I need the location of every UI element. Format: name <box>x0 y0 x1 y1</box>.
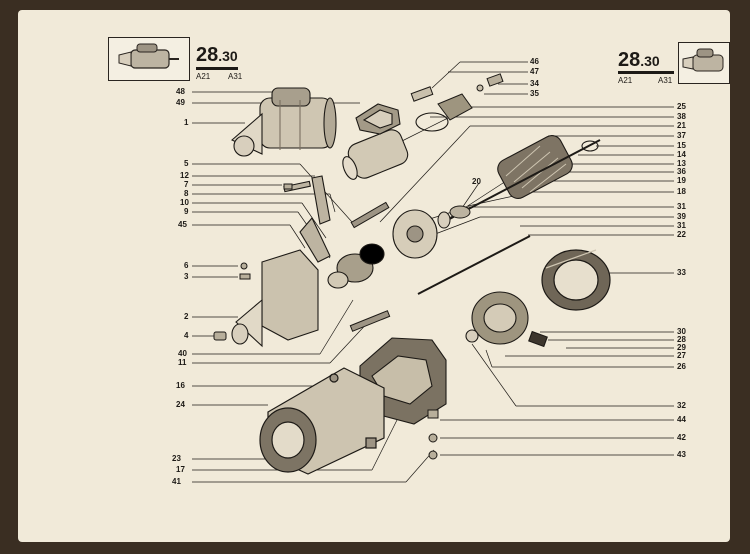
callout-21: 21 <box>677 121 686 130</box>
callout-26: 26 <box>677 362 686 371</box>
callout-12: 12 <box>180 171 189 180</box>
callout-44: 44 <box>677 415 686 424</box>
callout-35: 35 <box>530 89 539 98</box>
callout-29: 29 <box>677 343 686 352</box>
callout-48: 48 <box>176 87 185 96</box>
callout-36: 36 <box>677 167 686 176</box>
drive-end-housing <box>231 249 319 348</box>
model-a21-right: A21 <box>618 76 633 85</box>
callout-20: 20 <box>472 177 481 186</box>
callout-7: 7 <box>184 180 189 189</box>
callout-5: 5 <box>184 159 189 168</box>
section-ref-right: 28.30 <box>618 49 660 71</box>
bearing-plate <box>392 209 438 259</box>
callout-41: 41 <box>172 477 181 486</box>
callout-17: 17 <box>176 465 185 474</box>
washers <box>427 409 439 460</box>
callout-40: 40 <box>178 349 187 358</box>
model-a31-left: A31 <box>228 72 243 81</box>
callout-45: 45 <box>178 220 187 229</box>
drive-assembly <box>350 201 471 229</box>
callout-13: 13 <box>677 159 686 168</box>
callout-47: 47 <box>530 67 539 76</box>
leader-lines <box>192 61 674 483</box>
starter-assembly <box>230 87 337 157</box>
callout-42: 42 <box>677 433 686 442</box>
model-a21-left: A21 <box>196 72 211 81</box>
callout-37: 37 <box>677 131 686 140</box>
pinion-gear <box>327 243 385 289</box>
starter-thumbnail-left <box>108 37 190 81</box>
drive-shaft <box>349 310 391 332</box>
small-bolts <box>213 183 293 341</box>
callout-38: 38 <box>677 112 686 121</box>
callout-10: 10 <box>180 198 189 207</box>
callout-3: 3 <box>184 272 189 281</box>
callout-46: 46 <box>530 57 539 66</box>
callout-25: 25 <box>677 102 686 111</box>
callout-43: 43 <box>677 450 686 459</box>
tie-rod <box>417 235 531 295</box>
section-ref-left: 28.30 <box>196 44 238 66</box>
paper-page <box>18 10 730 542</box>
end-cap <box>355 103 401 135</box>
terminals <box>410 73 504 121</box>
callout-31a: 31 <box>677 202 686 211</box>
callout-14: 14 <box>677 150 686 159</box>
callout-16: 16 <box>176 381 185 390</box>
callout-15: 15 <box>677 141 686 150</box>
callout-28: 28 <box>677 335 686 344</box>
callout-32: 32 <box>677 401 686 410</box>
callout-4: 4 <box>184 331 189 340</box>
callout-6: 6 <box>184 261 189 270</box>
callout-19: 19 <box>677 176 686 185</box>
brush-holder <box>465 291 548 348</box>
callout-9: 9 <box>184 207 189 216</box>
callout-27: 27 <box>677 351 686 360</box>
yoke-housing <box>259 367 385 475</box>
callout-34: 34 <box>530 79 539 88</box>
callout-49: 49 <box>176 98 185 107</box>
callout-23: 23 <box>172 454 181 463</box>
callout-31b: 31 <box>677 221 686 230</box>
callout-24: 24 <box>176 400 185 409</box>
callout-33: 33 <box>677 268 686 277</box>
callout-1: 1 <box>184 118 189 127</box>
callout-22: 22 <box>677 230 686 239</box>
starter-thumbnail-right <box>678 42 730 84</box>
callout-11: 11 <box>178 358 187 367</box>
callout-18: 18 <box>677 187 686 196</box>
model-a31-right: A31 <box>658 76 673 85</box>
callout-2: 2 <box>184 312 189 321</box>
ref-underline-right <box>618 71 674 74</box>
solenoid <box>342 112 449 180</box>
field-ring <box>541 249 611 311</box>
ref-underline-left <box>196 67 238 70</box>
callout-30: 30 <box>677 327 686 336</box>
callout-39: 39 <box>677 212 686 221</box>
callout-8: 8 <box>184 189 189 198</box>
